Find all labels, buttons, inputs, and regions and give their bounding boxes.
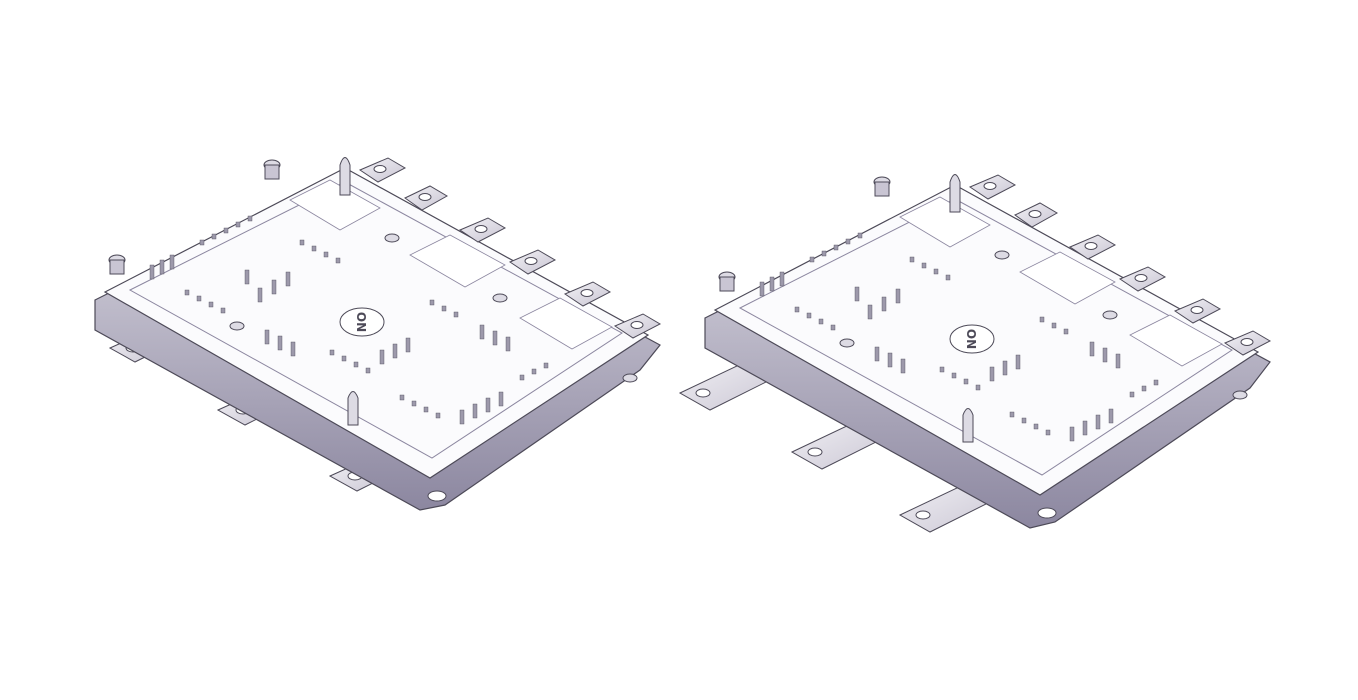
power-module-left: ON: [94, 157, 662, 511]
pin-array: [149, 215, 549, 425]
pin-array: [759, 232, 1159, 442]
screw-terminals: [339, 157, 359, 426]
power-module-right: ON: [678, 174, 1272, 533]
top-terminals: [968, 174, 1272, 356]
svg-text:ON: ON: [354, 312, 368, 332]
mounting-posts: [108, 159, 638, 502]
brand-logo: ON: [339, 307, 385, 337]
brand-logo: ON: [949, 324, 995, 354]
top-terminals: [358, 157, 662, 339]
svg-text:ON: ON: [964, 329, 978, 349]
mounting-posts: [718, 176, 1248, 519]
screw-terminals: [949, 174, 974, 443]
